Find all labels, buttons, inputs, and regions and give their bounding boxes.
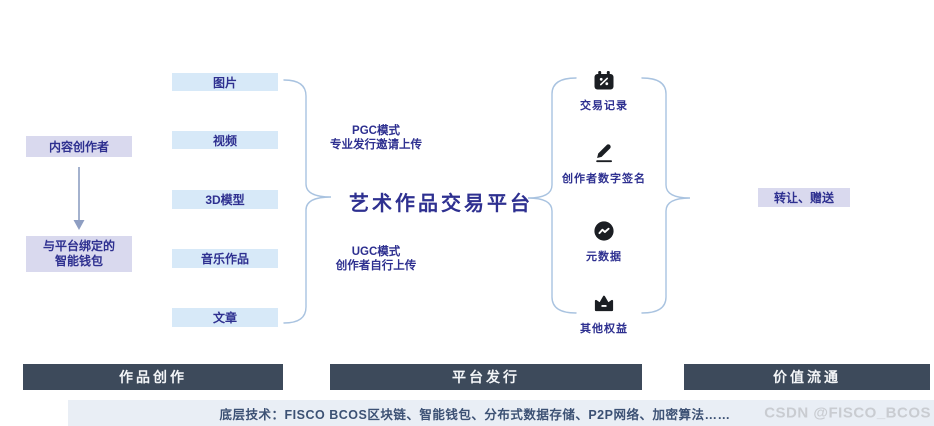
pgc-mode-label: PGC模式 专业发行邀请上传 xyxy=(330,124,422,152)
attribute-label: 交易记录 xyxy=(580,100,628,112)
ugc-mode-label: UGC模式 创作者自行上传 xyxy=(336,245,417,273)
transfer-box: 转让、赠送 xyxy=(758,188,850,207)
attribute-label: 创作者数字签名 xyxy=(562,173,646,185)
attribute-item: 元数据 xyxy=(586,220,622,264)
wallet-box: 与平台绑定的 智能钱包 xyxy=(26,236,132,272)
content-type-box: 3D模型 xyxy=(172,190,278,209)
ugc-mode-line1: UGC模式 xyxy=(351,246,401,258)
trend-circle-icon xyxy=(594,221,614,241)
brace-content-types xyxy=(283,79,332,324)
attribute-label: 元数据 xyxy=(586,251,622,263)
attribute-item: 创作者数字签名 xyxy=(562,142,646,186)
crown-rights-icon xyxy=(594,295,614,312)
brace-icons-right xyxy=(641,77,691,314)
wallet-label-line1: 与平台绑定的 xyxy=(42,239,115,253)
footer-strip: 底层技术：FISCO BCOS区块链、智能钱包、分布式数据存储、P2P网络、加密… xyxy=(68,400,934,426)
phase-bar-creation: 作品创作 xyxy=(23,364,283,390)
creator-box: 内容创作者 xyxy=(26,136,132,157)
phase-bar-circulation: 价值流通 xyxy=(684,364,930,390)
csdn-watermark: CSDN @FISCO_BCOS xyxy=(764,404,931,422)
phase-bar-issuance: 平台发行 xyxy=(330,364,642,390)
tech-stack-text: 底层技术：FISCO BCOS区块链、智能钱包、分布式数据存储、P2P网络、加密… xyxy=(219,407,731,422)
wallet-label-line2: 智能钱包 xyxy=(54,254,103,268)
calendar-transaction-icon xyxy=(594,71,614,90)
pencil-signature-icon xyxy=(596,144,612,163)
ugc-mode-line2: 创作者自行上传 xyxy=(335,260,417,272)
attribute-label: 其他权益 xyxy=(580,323,628,335)
attribute-item: 其他权益 xyxy=(580,292,628,336)
flow-arrow-down xyxy=(73,167,85,230)
content-type-box: 图片 xyxy=(172,73,278,91)
content-type-box: 文章 xyxy=(172,308,278,327)
content-type-box: 音乐作品 xyxy=(172,249,278,268)
pgc-mode-line1: PGC模式 xyxy=(352,125,400,137)
content-type-box: 视频 xyxy=(172,131,278,149)
platform-title: 艺术作品交易平台 xyxy=(349,193,533,215)
pgc-mode-line2: 专业发行邀请上传 xyxy=(330,139,422,151)
brace-icons-left xyxy=(527,77,577,314)
attribute-item: 交易记录 xyxy=(580,70,628,113)
